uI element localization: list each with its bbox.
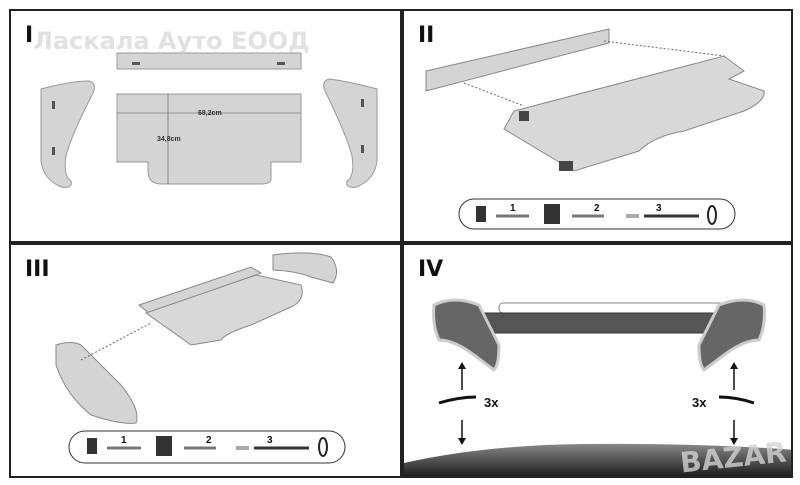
svg-text:3: 3 [267,435,273,446]
left-multiplier: 3x [484,395,499,410]
shelf-board-part [503,55,765,172]
panel-step-1: 68,2cm 34,8cm I Ласкала Ауто ЕООД [9,9,402,243]
left-side-part [55,342,138,424]
shelf-board-part [144,274,303,346]
rear-bar-part [425,28,610,92]
right-side-part [323,78,378,188]
right-side-part [697,298,766,372]
svg-text:2: 2 [594,203,600,214]
step-number: II [418,23,435,48]
side-attach-drawing: 1 2 3 [55,252,346,464]
rear-bar-part [116,52,302,70]
rotate-left-icon [438,395,477,405]
install-in-car-drawing [404,298,791,476]
left-side-part [432,298,501,372]
right-multiplier: 3x [692,395,707,410]
width-dimension-label: 68,2cm [198,110,222,117]
shelf-attach-drawing: 1 2 3 [425,28,765,230]
panel-step-3: 1 2 3 III [9,243,402,478]
svg-text:1: 1 [121,435,127,446]
panel-step-2: 1 2 3 II [402,9,793,243]
parts-layout-drawing: 68,2cm 34,8cm [40,52,378,188]
panel-step-4: IV 3x 3x BAZAR [402,243,793,478]
rotate-right-icon [718,395,755,405]
car-roof-silhouette [404,443,791,476]
left-side-part [40,80,95,188]
svg-text:3: 3 [656,203,662,214]
watermark-text: Ласкала Ауто ЕООД [33,27,310,55]
step-number: I [25,23,34,48]
svg-text:2: 2 [206,435,212,446]
height-dimension-label: 34,8cm [157,136,181,143]
shelf-board-part [116,93,302,185]
step-number: III [25,257,50,282]
right-side-part [272,252,337,284]
step-number: IV [418,257,444,282]
svg-text:1: 1 [510,203,516,214]
fastening-steps-legend [458,198,736,230]
